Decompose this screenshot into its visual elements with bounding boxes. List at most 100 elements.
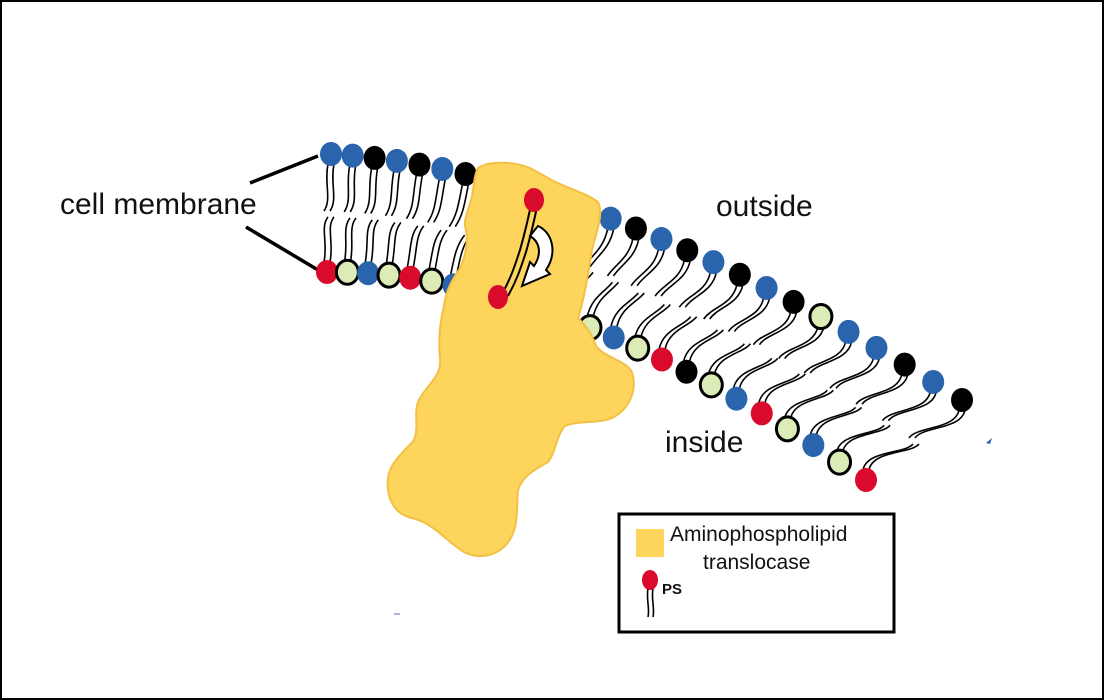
lipid-tail xyxy=(703,284,738,320)
legend-ps-label: PS xyxy=(662,581,682,598)
lipid-tail xyxy=(688,329,725,363)
lipid-tail xyxy=(343,165,351,213)
lipid-head-blue xyxy=(650,227,673,252)
lipid-head-green xyxy=(827,448,853,476)
lipid-head-blue xyxy=(431,156,454,181)
lipid-head-green xyxy=(774,415,800,443)
pointer-line-bottom xyxy=(245,225,319,272)
lipid-head-blue xyxy=(755,275,778,300)
lipid-tail xyxy=(908,409,960,439)
lipid-head-blue xyxy=(357,261,380,286)
lipid-tail xyxy=(364,219,373,264)
lipid-tail xyxy=(586,281,614,318)
lipid-tail xyxy=(592,281,620,318)
lipid-head-blue xyxy=(922,369,945,394)
legend-translocase-line1: Aminophospholipid xyxy=(670,523,847,546)
lipid-tail xyxy=(829,357,875,389)
lipid-tail xyxy=(707,343,746,376)
lipid-tail xyxy=(329,216,335,263)
lipid-head-blue xyxy=(320,142,342,166)
lipid-tail xyxy=(329,163,335,212)
lipid-head-black xyxy=(363,145,386,170)
lipid-head-green xyxy=(808,303,834,331)
lipid-tail xyxy=(658,316,692,350)
lipid-tail xyxy=(783,389,828,420)
lipid-head-red xyxy=(750,401,773,426)
ps-lipid-flipping xyxy=(488,188,544,309)
lipid-tail xyxy=(349,165,357,213)
lipid-head-red xyxy=(316,260,338,284)
lipid-head-green xyxy=(698,371,724,399)
lipid-head-black xyxy=(782,289,805,314)
lipid-tail xyxy=(684,271,718,308)
lipid-tail xyxy=(887,391,937,422)
lipid-tail xyxy=(789,389,834,420)
lipid-tail xyxy=(405,174,418,220)
flip-arrow-icon xyxy=(520,224,554,288)
lipid-tail xyxy=(835,357,881,389)
cell-membrane-label: cell membrane xyxy=(60,188,257,221)
legend-swatch-translocase xyxy=(636,529,664,557)
lipid-tail xyxy=(682,329,719,363)
lipid-tail xyxy=(664,316,698,350)
lipid-tail xyxy=(391,221,402,266)
lipid-tail xyxy=(448,183,464,228)
lipid-head-blue xyxy=(341,143,364,168)
lipid-head-blue xyxy=(702,250,725,275)
lipid-tail xyxy=(323,216,329,263)
lipid-head-red xyxy=(399,265,422,290)
lipid-tail xyxy=(406,225,419,268)
lipid-tail xyxy=(343,217,351,263)
lipid-tail xyxy=(384,170,395,217)
lipid-tail xyxy=(589,228,615,268)
lipid-tail xyxy=(370,167,379,214)
lipid-tail xyxy=(609,292,639,328)
lipid-head-blue xyxy=(602,325,625,350)
lipid-tail xyxy=(654,260,686,297)
legend-box xyxy=(617,512,896,634)
lipid-tail xyxy=(678,271,712,308)
lipid-tail xyxy=(709,284,744,320)
lipid-head-blue xyxy=(837,319,860,344)
lipid-tail xyxy=(427,178,441,223)
lipid-tail xyxy=(733,297,771,332)
lipid-tail xyxy=(815,406,863,436)
lipid-tail xyxy=(433,178,447,223)
lipid-tail xyxy=(758,311,798,346)
lipid-head-red xyxy=(650,347,673,372)
lipid-head-blue xyxy=(725,386,748,411)
lipid-tail xyxy=(639,303,671,339)
lipid-head-green xyxy=(334,258,360,286)
legend-ps-icon xyxy=(642,570,658,590)
lipid-tail xyxy=(862,443,914,471)
lipid-tail xyxy=(727,297,765,332)
lipid-tail xyxy=(385,221,396,266)
legend-translocase-line2: translocase xyxy=(703,551,810,574)
lipid-tail xyxy=(809,341,853,374)
lipid-tail xyxy=(615,292,645,328)
lipid-tail xyxy=(454,183,470,228)
lipid-head-black xyxy=(676,238,699,263)
outside-label: outside xyxy=(716,190,813,223)
pointer-line-top xyxy=(249,154,319,185)
lipid-head-red xyxy=(855,468,877,492)
lipid-tail xyxy=(390,170,401,217)
lipid-tail xyxy=(841,424,891,453)
lipid-tail xyxy=(636,248,666,287)
lipid-head-blue xyxy=(865,335,888,360)
lipid-head-black xyxy=(951,388,973,412)
lipid-tail xyxy=(732,357,773,389)
lipid-head-blue xyxy=(599,206,622,231)
lipid-tail xyxy=(881,391,931,422)
lipid-tail xyxy=(606,238,634,277)
inside-label: inside xyxy=(665,426,743,459)
lipid-tail xyxy=(784,326,825,360)
lipid-tail xyxy=(323,163,329,212)
lipid-head-black xyxy=(728,262,751,287)
lipid-head-black xyxy=(624,216,647,241)
lipid-tail xyxy=(713,343,752,376)
lipid-tail xyxy=(411,174,424,220)
lipid-tail xyxy=(427,229,442,272)
lipid-head-green xyxy=(376,261,402,289)
